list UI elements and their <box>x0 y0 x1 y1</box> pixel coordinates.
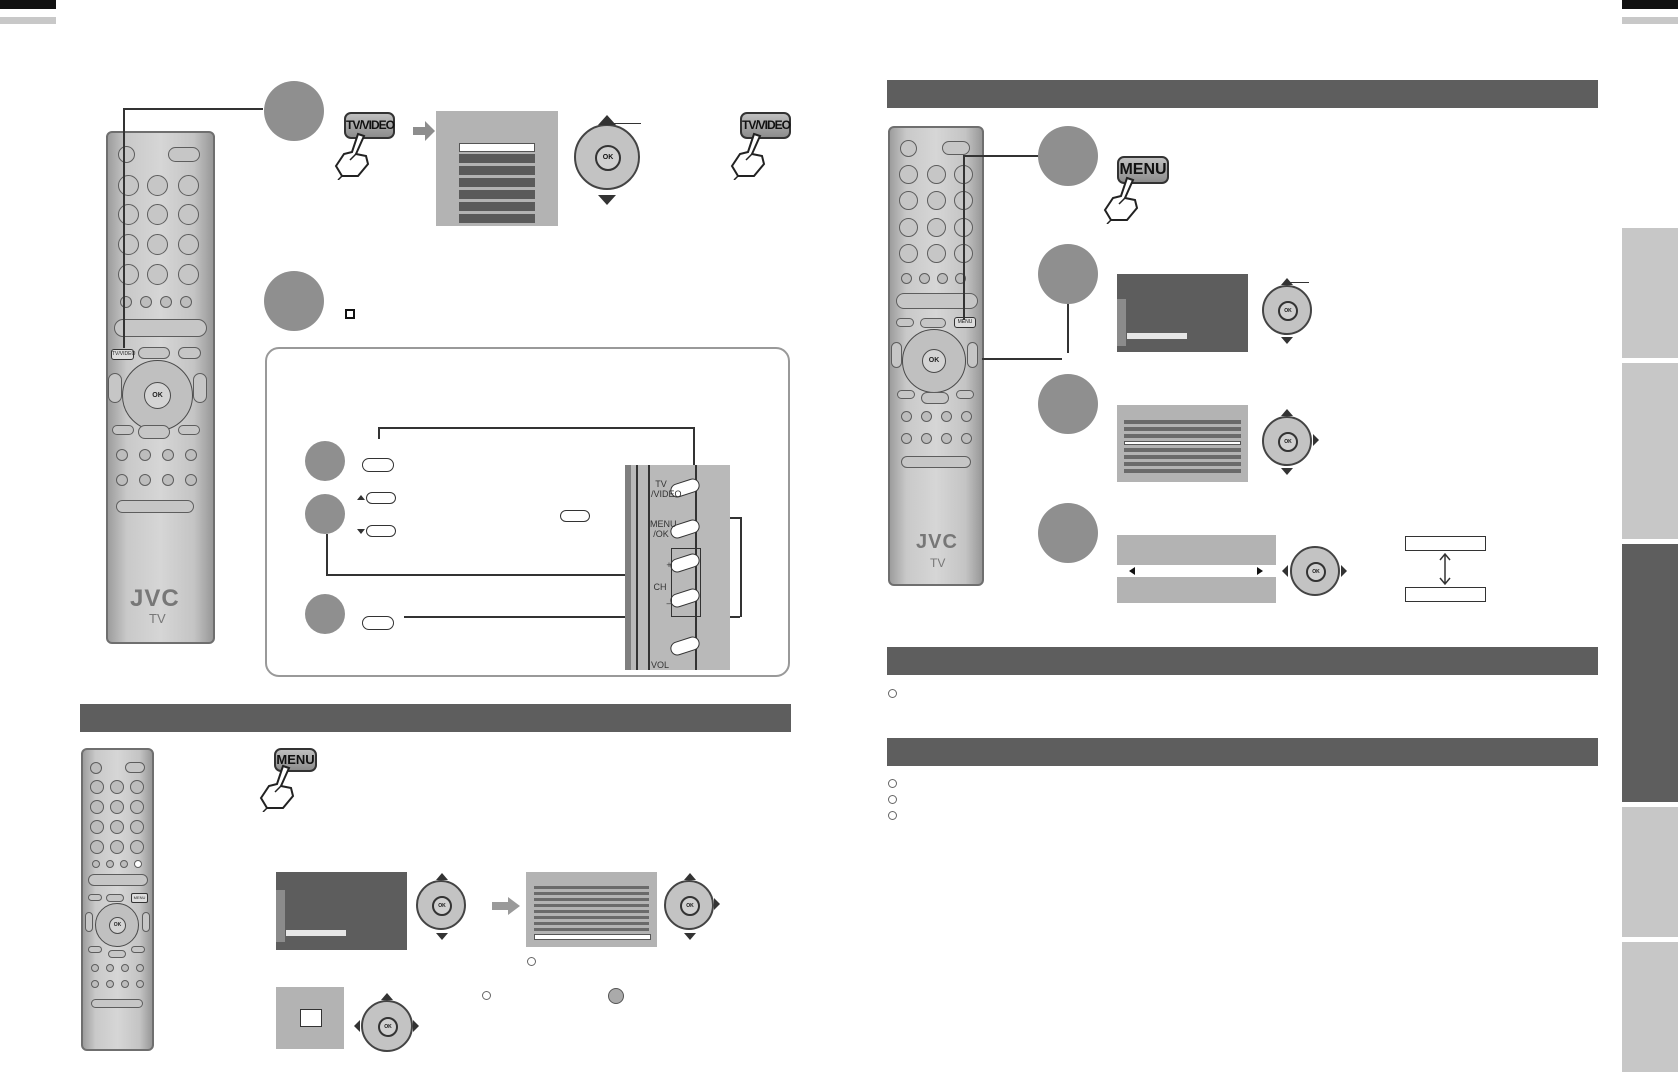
input-select-screen <box>436 111 558 226</box>
dpad-icon: OK <box>574 124 640 190</box>
tv-side-panel: TV /VIDEO MENU /OK CH + – VOL <box>625 465 730 670</box>
step-circle-r1 <box>1038 126 1098 186</box>
dpad-icon: OK <box>416 880 466 930</box>
circle-bullet-icon <box>482 991 491 1000</box>
panel-label-vol: VOL <box>650 660 669 670</box>
connector-line <box>123 108 125 348</box>
section-bar-right-2 <box>887 647 1598 675</box>
section-bar-left <box>80 704 791 732</box>
side-tab-2[interactable] <box>1622 363 1678 539</box>
arrow-right-icon <box>413 121 435 141</box>
panel-key-outline <box>560 510 590 522</box>
section-bar-right-1 <box>887 80 1598 108</box>
step-circle-a <box>305 441 345 481</box>
tv-panel-box <box>265 347 790 677</box>
panel-label-plus: + <box>666 560 672 570</box>
brand-logo: JVC <box>916 531 958 553</box>
hand-pointer-icon <box>259 764 295 812</box>
arrow-right-icon <box>492 897 520 915</box>
side-tab-3-active[interactable] <box>1622 544 1678 802</box>
settings-screen <box>526 872 657 947</box>
option-screen-right <box>1117 535 1276 603</box>
remote-control-small: MENU OK <box>81 748 154 1051</box>
panel-key-outline <box>362 616 394 630</box>
panel-key-outline <box>366 492 396 504</box>
header-mark-left <box>0 0 56 9</box>
hand-pointer-icon <box>1103 176 1139 224</box>
zoom-screen <box>276 987 344 1049</box>
connector-line <box>123 108 263 110</box>
circle-bullet-icon <box>888 779 897 788</box>
panel-label-menuok: MENU /OK <box>650 519 677 539</box>
dpad-icon: OK <box>361 1000 413 1052</box>
square-bullet-icon <box>345 309 355 319</box>
dpad-icon: OK <box>1262 416 1312 466</box>
hand-pointer-icon <box>334 132 370 180</box>
menu-key-left[interactable]: MENU <box>274 748 317 772</box>
circle-bullet-icon <box>888 795 897 804</box>
tvvideo-key[interactable]: TV/VIDEO <box>344 112 395 139</box>
side-tab-1[interactable] <box>1622 228 1678 358</box>
double-arrow-icon <box>1439 552 1451 586</box>
step-circle-c <box>305 594 345 634</box>
remote-menu-label[interactable]: MENU <box>954 317 976 328</box>
step-circle-b <box>305 494 345 534</box>
option-box-2 <box>1405 587 1486 602</box>
step-circle-1 <box>264 81 324 141</box>
remote-model-label: TV <box>149 611 166 626</box>
dpad-icon: OK <box>1262 285 1312 335</box>
panel-label-ch: CH <box>653 582 667 592</box>
step-circle-r3 <box>1038 374 1098 434</box>
dpad-icon: OK <box>1290 546 1340 596</box>
panel-key-outline <box>362 458 394 472</box>
circle-bullet-icon <box>888 689 897 698</box>
header-mark-left-sub <box>0 17 56 24</box>
remote-model-label: TV <box>930 556 946 570</box>
step-circle-r2 <box>1038 244 1098 304</box>
remote-ok-button[interactable]: OK <box>144 382 171 409</box>
gray-circle-icon <box>608 988 624 1004</box>
panel-label-minus: – <box>666 598 672 608</box>
down-arrow-icon <box>598 195 616 205</box>
up-arrow-icon <box>598 115 616 125</box>
panel-label-tvvideo: TV /VIDEO <box>651 479 682 499</box>
step-circle-2 <box>264 271 324 331</box>
panel-key-outline <box>366 525 396 537</box>
remote-control-right: MENU OK JVC TV <box>888 126 984 586</box>
tvvideo-key-2[interactable]: TV/VIDEO <box>740 112 791 139</box>
circle-bullet-icon <box>527 957 536 966</box>
menu-screen-right <box>1117 274 1248 352</box>
remote-menu-label[interactable]: MENU <box>131 893 148 903</box>
side-tab-5[interactable] <box>1622 942 1678 1072</box>
hand-pointer-icon <box>730 132 766 180</box>
option-box-1 <box>1405 536 1486 551</box>
remote-control-left: TV/VIDEO OK JVC TV <box>106 131 215 644</box>
dpad-icon: OK <box>664 880 714 930</box>
remote-tvvideo-label[interactable]: TV/VIDEO <box>111 349 135 360</box>
header-mark-right-sub <box>1622 17 1678 24</box>
menu-screen <box>276 872 407 950</box>
side-tab-4[interactable] <box>1622 807 1678 937</box>
section-bar-right-3 <box>887 738 1598 766</box>
brand-logo: JVC <box>130 585 180 612</box>
step-circle-r4 <box>1038 503 1098 563</box>
circle-bullet-icon <box>888 811 897 820</box>
settings-screen-right <box>1117 405 1248 482</box>
header-mark-right <box>1622 0 1678 9</box>
